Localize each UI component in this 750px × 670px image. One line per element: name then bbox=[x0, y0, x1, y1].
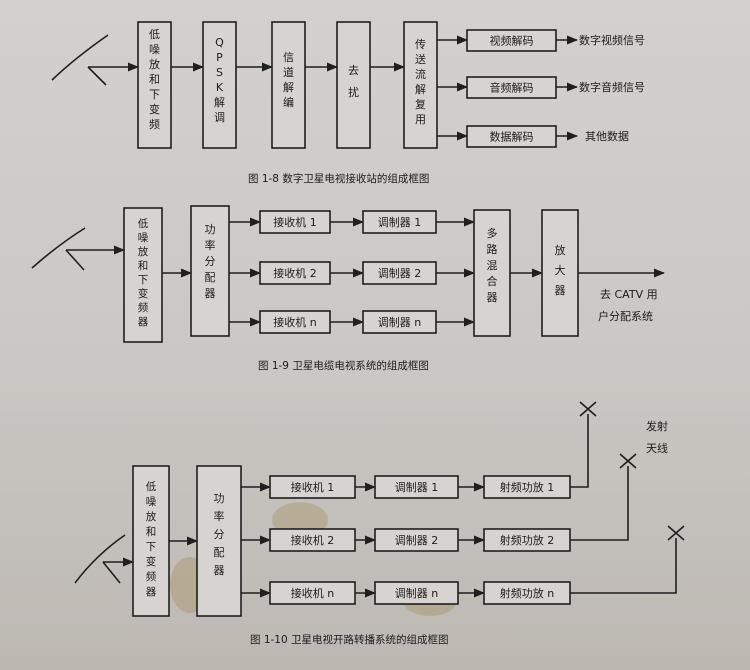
qpsk-block-1-8 bbox=[202, 21, 237, 149]
transmit-antenna-1 bbox=[579, 401, 597, 417]
data-output-label: 其他数据 bbox=[585, 129, 629, 143]
modulator-2-label-1-9: 调制器 2 bbox=[378, 267, 422, 280]
splitter-block-1-10 bbox=[196, 465, 242, 617]
rf-amp-n-label: 射频功放 n bbox=[500, 586, 554, 600]
descramble-label-1-8: 去扰 bbox=[348, 64, 359, 99]
receiver-1-label-1-9: 接收机 1 bbox=[273, 215, 317, 229]
modulator-1-label-1-10: 调制器 1 bbox=[395, 481, 439, 494]
caption-1-9: 图 1-9 卫星电缆电视系统的组成框图 bbox=[258, 359, 429, 372]
descramble-block-1-8 bbox=[336, 21, 371, 149]
modulator-2-label-1-10: 调制器 2 bbox=[395, 534, 439, 547]
demux-block-1-8 bbox=[403, 21, 438, 149]
transmit-antenna-n bbox=[667, 525, 685, 541]
lnb-block-1-9 bbox=[123, 207, 163, 343]
feed-line-1 bbox=[570, 414, 589, 488]
feed-line-n bbox=[570, 538, 677, 594]
transmit-antenna-label-line1: 发射 bbox=[646, 419, 668, 433]
catv-output-label-line2: 户分配系统 bbox=[598, 309, 653, 323]
feed-line-2 bbox=[570, 466, 629, 541]
receiver-1-label-1-10: 接收机 1 bbox=[291, 480, 335, 494]
dish-antenna-1-8 bbox=[51, 34, 109, 81]
transmit-antenna-label-line2: 天线 bbox=[646, 441, 668, 455]
figure-1-10: 低噪放和下变频器 功率分配器 接收机 1 接收机 2 接收机 n 调制器 1 调… bbox=[74, 401, 685, 646]
rf-amp-2-label: 射频功放 2 bbox=[500, 533, 555, 547]
lnb-block-1-8 bbox=[137, 21, 172, 149]
dish-feed-1-8 bbox=[87, 66, 107, 86]
audio-decode-label: 音频解码 bbox=[490, 81, 534, 95]
demux-label-1-8: 传送流解复用 bbox=[415, 38, 426, 126]
channel-decode-block-1-8 bbox=[271, 21, 306, 149]
splitter-label-1-10: 功率分配器 bbox=[214, 492, 225, 577]
mixer-label-1-9: 多路混合器 bbox=[487, 226, 498, 304]
receiver-2-label-1-10: 接收机 2 bbox=[291, 533, 335, 547]
dish-antenna-1-9 bbox=[31, 227, 86, 269]
mixer-block-1-9 bbox=[473, 209, 511, 337]
amplifier-label-1-9: 放大器 bbox=[555, 243, 566, 297]
dish-feed-1-9 bbox=[65, 249, 85, 271]
lnb-block-1-10 bbox=[132, 465, 170, 617]
transmit-antenna-2 bbox=[619, 453, 637, 469]
receiver-n-label-1-10: 接收机 n bbox=[291, 586, 334, 600]
channel-decode-label-1-8: 信道解编 bbox=[283, 51, 294, 109]
modulator-1-label-1-9: 调制器 1 bbox=[378, 216, 422, 229]
lnb-label-1-9: 低噪放和下变频器 bbox=[138, 217, 149, 328]
splitter-label-1-9: 功率分配器 bbox=[205, 223, 216, 300]
modulator-n-label-1-9: 调制器 n bbox=[378, 316, 421, 329]
catv-output-label-line1: 去 CATV 用 bbox=[600, 288, 658, 301]
lnb-label-1-10: 低噪放和下变频器 bbox=[146, 480, 157, 598]
caption-1-8: 图 1-8 数字卫星电视接收站的组成框图 bbox=[248, 172, 429, 185]
figure-1-9: 低噪放和下变频器 功率分配器 接收机 1 接收机 2 接收机 n 调制器 1 调… bbox=[31, 205, 666, 372]
audio-output-label: 数字音频信号 bbox=[579, 80, 645, 94]
modulator-n-label-1-10: 调制器 n bbox=[395, 587, 438, 600]
lnb-label-1-8: 低噪放和下变频 bbox=[149, 28, 160, 131]
caption-1-10: 图 1-10 卫星电视开路转播系统的组成框图 bbox=[250, 633, 449, 646]
video-output-label: 数字视频信号 bbox=[579, 33, 645, 47]
dish-antenna-1-10 bbox=[74, 534, 126, 584]
receiver-2-label-1-9: 接收机 2 bbox=[273, 266, 317, 280]
data-decode-label: 数据解码 bbox=[490, 130, 534, 144]
splitter-block-1-9 bbox=[190, 205, 230, 337]
rf-amp-1-label: 射频功放 1 bbox=[500, 480, 555, 494]
receiver-n-label-1-9: 接收机 n bbox=[273, 315, 316, 329]
dish-feed-1-10 bbox=[102, 561, 121, 584]
video-decode-label: 视频解码 bbox=[490, 34, 534, 48]
